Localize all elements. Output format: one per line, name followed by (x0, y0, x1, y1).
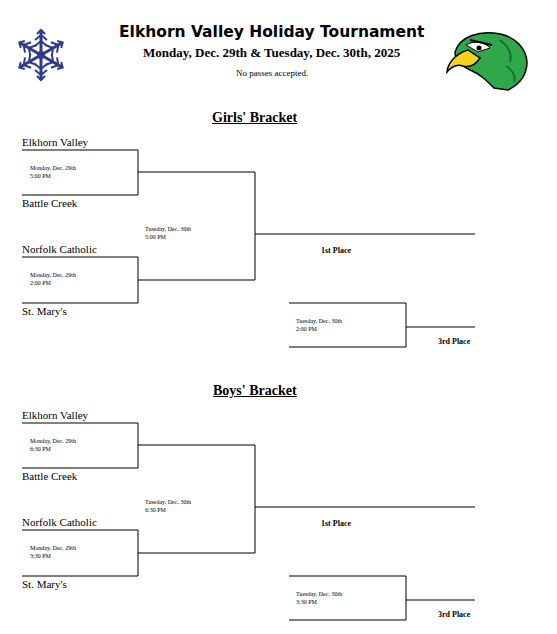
game-date: Tuesday, Dec. 30th (296, 591, 342, 598)
place-label: 3rd Place (438, 337, 470, 346)
game-time: 6:30 PM (145, 507, 166, 514)
team-name: Battle Creek (22, 470, 77, 483)
team-name: Norfolk Catholic (22, 516, 97, 529)
note: No passes accepted. (236, 68, 308, 78)
tournament-title: Elkhorn Valley Holiday Tournament (119, 24, 424, 42)
team-name: Elkhorn Valley (22, 409, 88, 422)
snowflake-icon (16, 30, 65, 80)
place-label: 1st Place (321, 246, 351, 255)
girls-bracket-lines (22, 150, 475, 347)
game-date: Monday, Dec. 29th (30, 438, 76, 445)
game-date: Monday, Dec. 29th (30, 272, 76, 279)
bracket-heading: Girls' Bracket (212, 110, 297, 126)
game-time: 5:00 PM (145, 234, 166, 241)
game-date: Monday, Dec. 29th (30, 165, 76, 172)
team-name: Norfolk Catholic (22, 243, 97, 256)
place-label: 1st Place (321, 519, 351, 528)
game-time: 5:00 PM (30, 173, 51, 180)
game-date: Tuseday, Dec. 30th (145, 499, 191, 506)
game-date: Tuesday, Dec. 30th (296, 318, 342, 325)
bracket-heading: Boys' Bracket (213, 383, 297, 399)
place-label: 3rd Place (438, 610, 470, 619)
team-name: Elkhorn Valley (22, 136, 88, 149)
tournament-dates: Monday, Dec. 29th & Tuesday, Dec. 30th, … (143, 46, 400, 61)
hawk-logo (447, 33, 527, 90)
game-time: 2:00 PM (296, 326, 317, 333)
game-date: Tuseday, Dec. 30th (145, 226, 191, 233)
game-date: Monday, Dec. 29th (30, 545, 76, 552)
game-time: 2:00 PM (30, 280, 51, 287)
team-name: St. Mary's (22, 578, 67, 591)
team-name: St. Mary's (22, 305, 67, 318)
boys-bracket-lines (22, 423, 475, 620)
team-name: Battle Creek (22, 197, 77, 210)
game-time: 3:30 PM (296, 599, 317, 606)
game-time: 3:30 PM (30, 553, 51, 560)
game-time: 6:30 PM (30, 446, 51, 453)
